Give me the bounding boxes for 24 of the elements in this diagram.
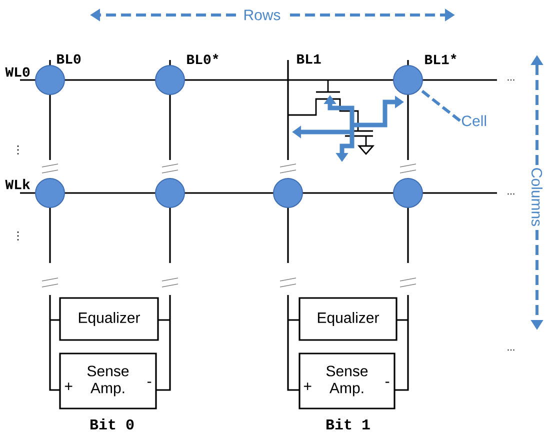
axis-label: Columns <box>532 168 542 226</box>
line-label: BL1 <box>297 54 321 64</box>
sense-amplifier-box: Sense Amp. + - <box>298 352 396 410</box>
equalizer-box: Equalizer <box>59 297 159 341</box>
sense-amplifier-box: Sense Amp. + - <box>59 352 157 410</box>
ellipsis: ... <box>508 349 514 351</box>
equalizer-box: Equalizer <box>298 297 398 341</box>
cell-circle <box>155 178 185 208</box>
cell-circle <box>35 178 65 208</box>
cell-circle <box>35 65 65 95</box>
line-label: BL0* <box>187 54 218 64</box>
ellipsis: ... <box>508 193 514 195</box>
leader-line <box>418 88 461 122</box>
cell-circle <box>393 65 423 95</box>
cell-circle <box>393 178 423 208</box>
cell-circle <box>155 65 185 95</box>
line-label: BL0 <box>57 54 81 64</box>
axis-label: Rows <box>244 10 280 20</box>
ellipsis: ⋮ <box>17 146 19 154</box>
line-label: BL1* <box>425 54 456 64</box>
ellipsis: ... <box>508 79 514 81</box>
ellipsis: ⋮ <box>17 232 19 240</box>
cell-label: Cell <box>462 115 486 126</box>
cell-circle <box>273 178 303 208</box>
